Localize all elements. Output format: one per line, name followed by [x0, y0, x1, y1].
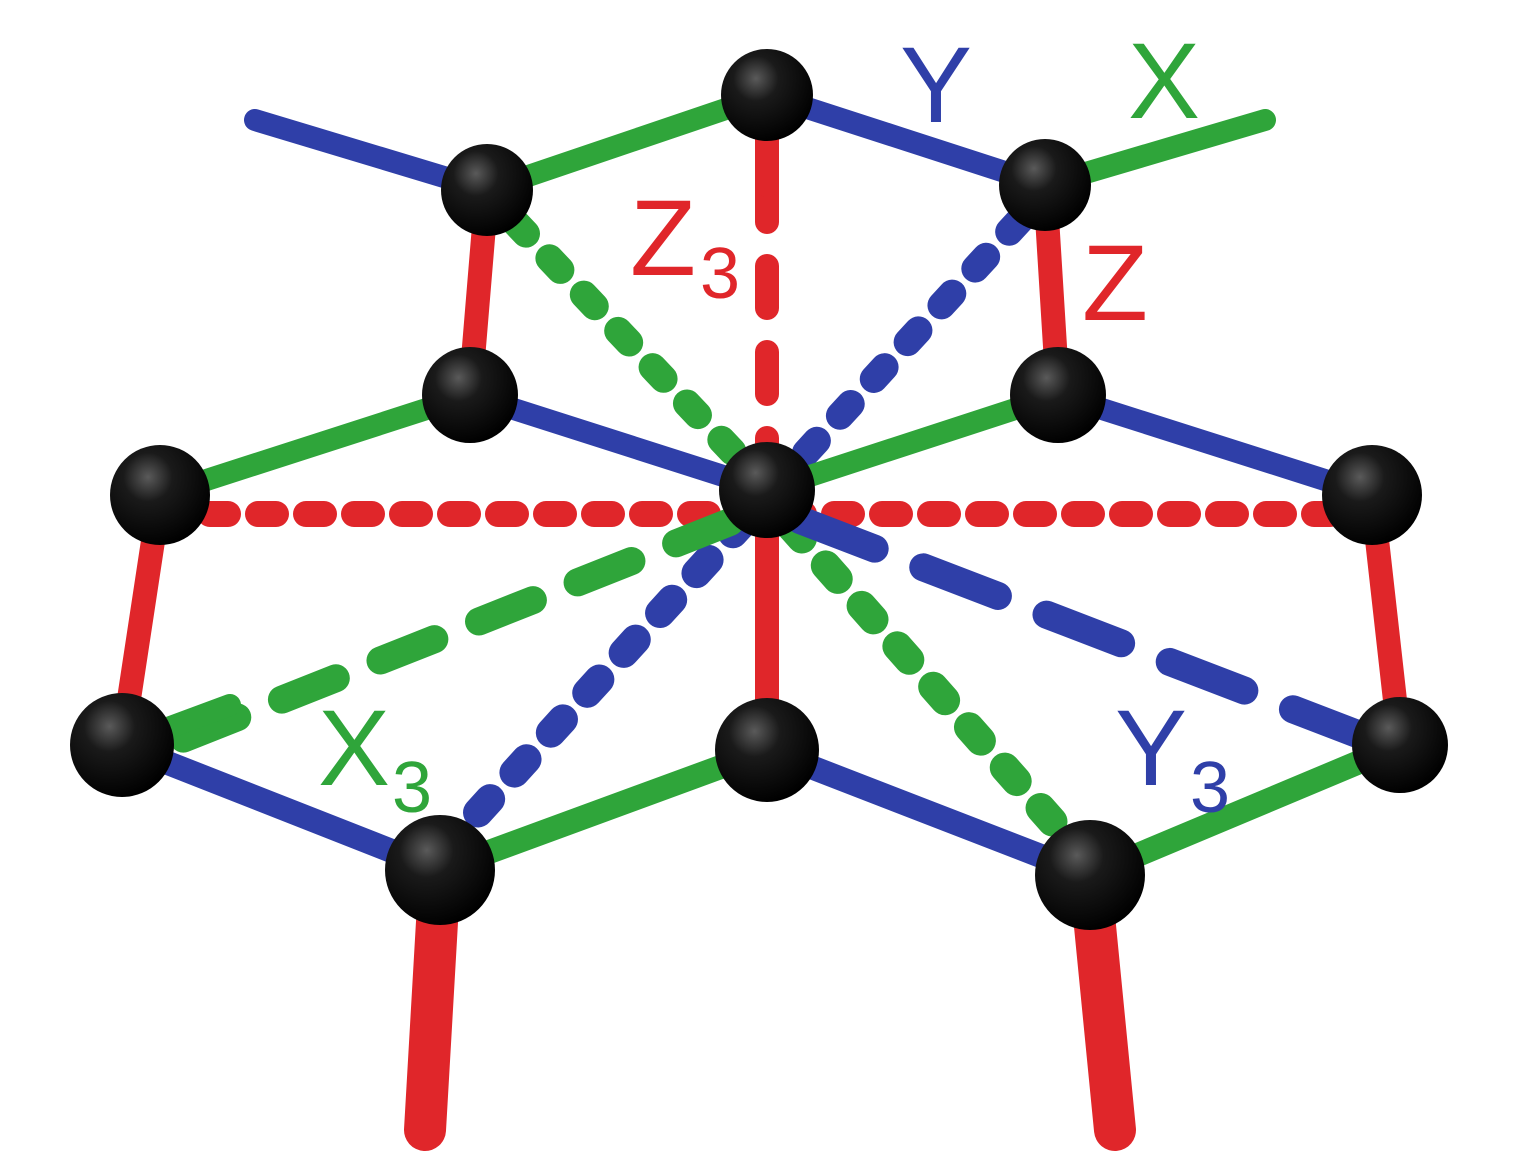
- y-bond: [1047, 384, 1383, 506]
- atoms: [70, 49, 1448, 930]
- label-z3: Z: [630, 177, 696, 298]
- long-range-bonds: [166, 168, 1374, 845]
- x-bond: [149, 384, 481, 506]
- atom: [70, 693, 174, 797]
- x-bond: [756, 384, 1069, 501]
- label-z: Z: [1082, 222, 1148, 343]
- x3-dashed-bond: [166, 508, 744, 754]
- atom-center: [719, 442, 815, 538]
- label-x3: X: [318, 687, 390, 808]
- label-z3-subscript: 3: [700, 234, 740, 314]
- label-y: Y: [900, 24, 972, 145]
- atom: [1010, 347, 1106, 443]
- y-dotted-bond-upper: [776, 206, 1034, 484]
- label-y3-subscript: 3: [1190, 748, 1230, 828]
- y3-dashed-bond: [786, 506, 1374, 749]
- atom: [721, 49, 813, 141]
- x-dotted-bond-lower: [775, 510, 1075, 845]
- atom: [1035, 820, 1145, 930]
- x-bond: [476, 84, 778, 201]
- atom: [1322, 445, 1422, 545]
- y-dotted-bond-lower: [447, 505, 760, 845]
- atom: [385, 815, 495, 925]
- y-bond: [110, 733, 452, 882]
- atom: [999, 139, 1091, 231]
- x-dotted-bond-upper: [501, 208, 764, 484]
- atom: [441, 144, 533, 236]
- x-bond: [428, 738, 779, 882]
- solid-bonds: [110, 83, 1412, 1151]
- x-bond: [1078, 733, 1412, 887]
- y-bond: [756, 84, 1056, 196]
- label-x: X: [1128, 20, 1200, 141]
- bond-labels: Y X Z Z 3 X 3 Y 3: [318, 20, 1230, 828]
- atom: [715, 698, 819, 802]
- y-bond: [459, 384, 778, 501]
- atom: [110, 445, 210, 545]
- atom: [422, 347, 518, 443]
- y-bond: [755, 738, 1102, 887]
- label-y3: Y: [1115, 687, 1187, 808]
- atom: [1352, 697, 1448, 793]
- label-x3-subscript: 3: [392, 748, 432, 828]
